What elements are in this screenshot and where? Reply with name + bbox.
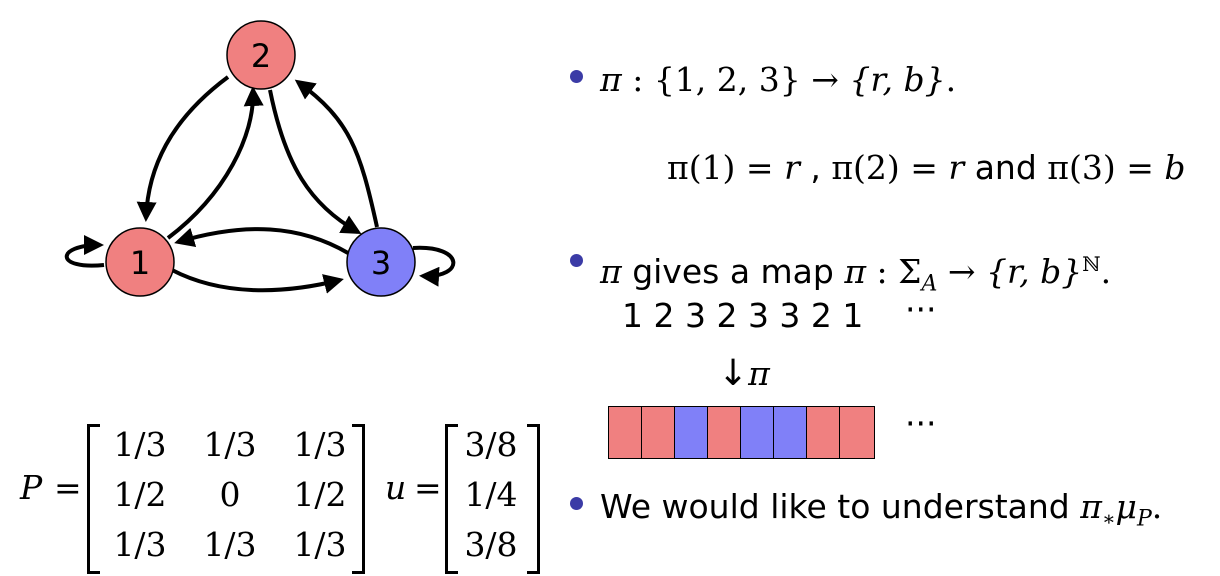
pi-values-equation: π(1) = r , π(2) = r and π(3) = b bbox=[667, 148, 1186, 187]
matrix-cell: 1/3 bbox=[293, 525, 347, 564]
pi-map-arrow: ↓π bbox=[718, 353, 770, 394]
node-1: 1 bbox=[105, 227, 175, 297]
strip-cell bbox=[840, 407, 874, 458]
bullet-dot-3 bbox=[570, 497, 583, 510]
markov-graph: 2 1 3 bbox=[64, 20, 456, 297]
bullet-dot-1 bbox=[570, 70, 583, 83]
edge-1-to-1 bbox=[64, 235, 105, 268]
node-3-label: 3 bbox=[371, 244, 391, 282]
down-arrow-icon: ↓ bbox=[718, 353, 749, 394]
matrix-cell: 1/3 bbox=[203, 525, 257, 564]
vector-cell: 3/8 bbox=[464, 525, 518, 564]
vector-u-name: u bbox=[385, 468, 407, 507]
matrix-cell: 1/3 bbox=[293, 425, 347, 464]
edge-3-to-2 bbox=[294, 79, 379, 228]
edge-1-to-3 bbox=[171, 268, 344, 294]
matrix-cell: 1/2 bbox=[113, 475, 167, 514]
color-strip bbox=[608, 406, 875, 459]
vector-u-equals: = bbox=[414, 468, 442, 507]
matrix-cell: 0 bbox=[219, 475, 241, 514]
state-sequence: 1 2 3 2 3 3 2 1 bbox=[622, 296, 864, 335]
vector-u-left-bracket bbox=[445, 424, 458, 574]
node-3: 3 bbox=[346, 227, 416, 297]
matrix-cell: 1/2 bbox=[293, 475, 347, 514]
strip-cell bbox=[807, 407, 840, 458]
edge-2-to-3 bbox=[268, 89, 362, 234]
bullet-3: We would like to understand π∗μP. bbox=[600, 487, 1163, 532]
matrix-P-grid: 1/3 1/3 1/3 1/2 0 1/2 1/3 1/3 1/3 bbox=[100, 420, 360, 570]
strip-cell bbox=[642, 407, 675, 458]
edge-2-to-1 bbox=[136, 75, 230, 222]
vector-u-grid: 3/8 1/4 3/8 bbox=[455, 420, 527, 570]
strip-ellipsis: ··· bbox=[905, 404, 937, 443]
matrix-P-block: P = 1/3 1/3 1/3 1/2 0 1/2 1/3 1/3 1/3 u … bbox=[0, 416, 560, 574]
strip-cell bbox=[741, 407, 774, 458]
node-1-label: 1 bbox=[130, 244, 150, 282]
edge-1-to-2 bbox=[166, 86, 264, 240]
node-2: 2 bbox=[226, 20, 296, 90]
bullet-dot-2 bbox=[570, 254, 583, 267]
bullet-1: π : {1, 2, 3} → {r, b}. bbox=[600, 60, 957, 99]
strip-cell bbox=[774, 407, 807, 458]
matrix-P-equals: = bbox=[54, 468, 82, 507]
vector-u-right-bracket bbox=[527, 424, 540, 574]
edge-3-to-1 bbox=[174, 227, 350, 255]
matrix-P-name: P bbox=[20, 468, 43, 507]
sequence-ellipsis: ··· bbox=[905, 290, 937, 329]
matrix-cell: 1/3 bbox=[203, 425, 257, 464]
vector-cell: 3/8 bbox=[464, 425, 518, 464]
node-2-label: 2 bbox=[251, 37, 271, 75]
matrix-cell: 1/3 bbox=[113, 425, 167, 464]
strip-cell bbox=[675, 407, 708, 458]
vector-cell: 1/4 bbox=[464, 475, 518, 514]
bullet-2: π gives a map π : ΣA → {r, b}ℕ. bbox=[600, 252, 1112, 297]
strip-cell bbox=[609, 407, 642, 458]
matrix-P-left-bracket bbox=[87, 424, 100, 574]
strip-cell bbox=[708, 407, 741, 458]
matrix-P-right-bracket bbox=[352, 424, 365, 574]
matrix-cell: 1/3 bbox=[113, 525, 167, 564]
edge-3-to-3 bbox=[412, 245, 456, 287]
